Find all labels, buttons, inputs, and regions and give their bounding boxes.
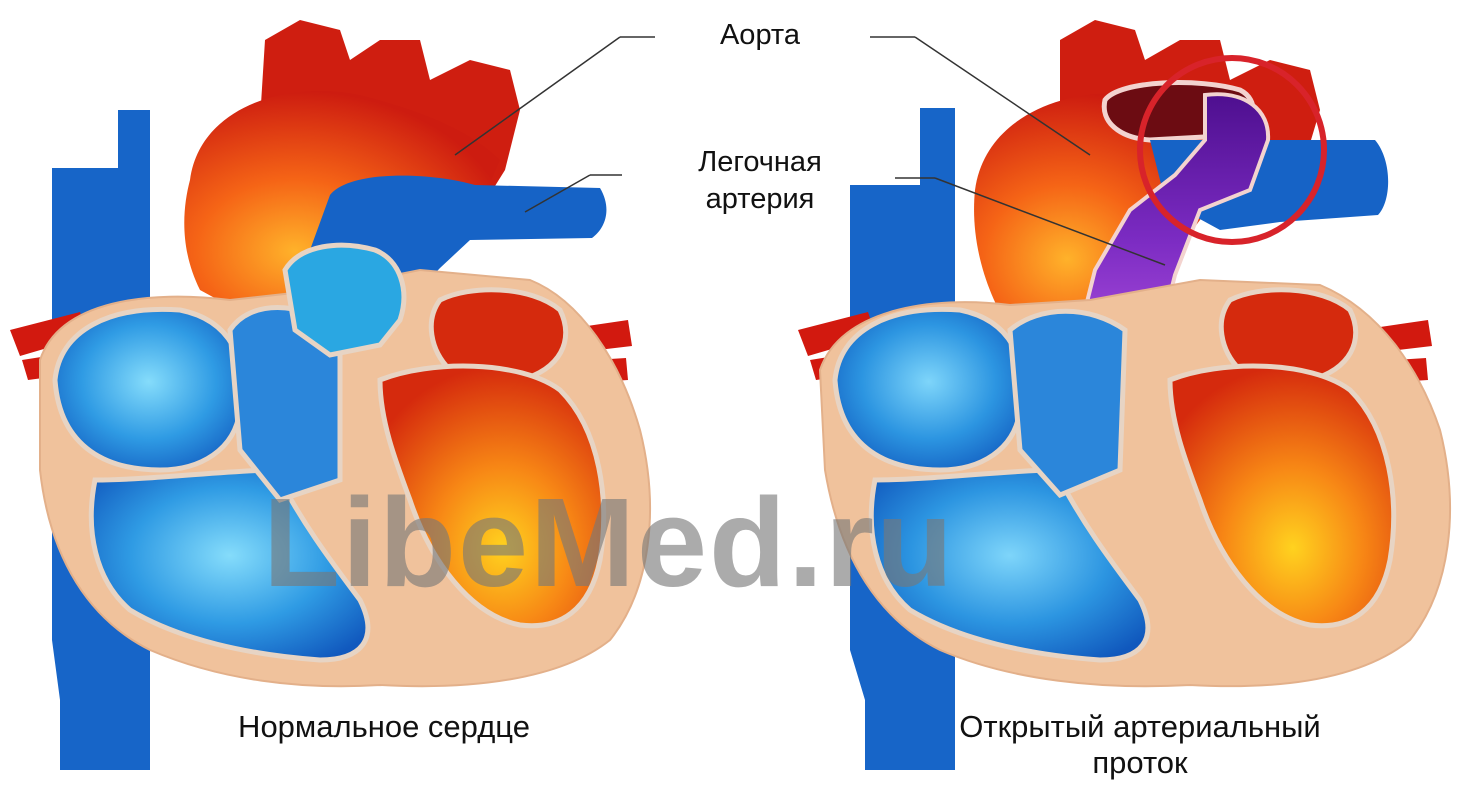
aorta-label: Аорта (720, 18, 800, 52)
patent-ductus-heart-illustration (798, 20, 1450, 770)
right-atrium-normal (55, 309, 243, 470)
watermark-text: LibeMed.ru (263, 478, 955, 608)
pulmonary-artery-label-line1: Легочная (698, 145, 822, 179)
pda-caption-line1: Открытый артериальный (959, 708, 1320, 746)
pulmonary-artery-label-line2: артерия (706, 182, 815, 216)
normal-heart-illustration (10, 20, 655, 770)
pda-caption-line2: проток (1092, 744, 1187, 782)
pulmonary-valve-normal (285, 245, 404, 355)
right-atrium-pda (835, 309, 1023, 470)
normal-heart-caption: Нормальное сердце (238, 708, 530, 746)
